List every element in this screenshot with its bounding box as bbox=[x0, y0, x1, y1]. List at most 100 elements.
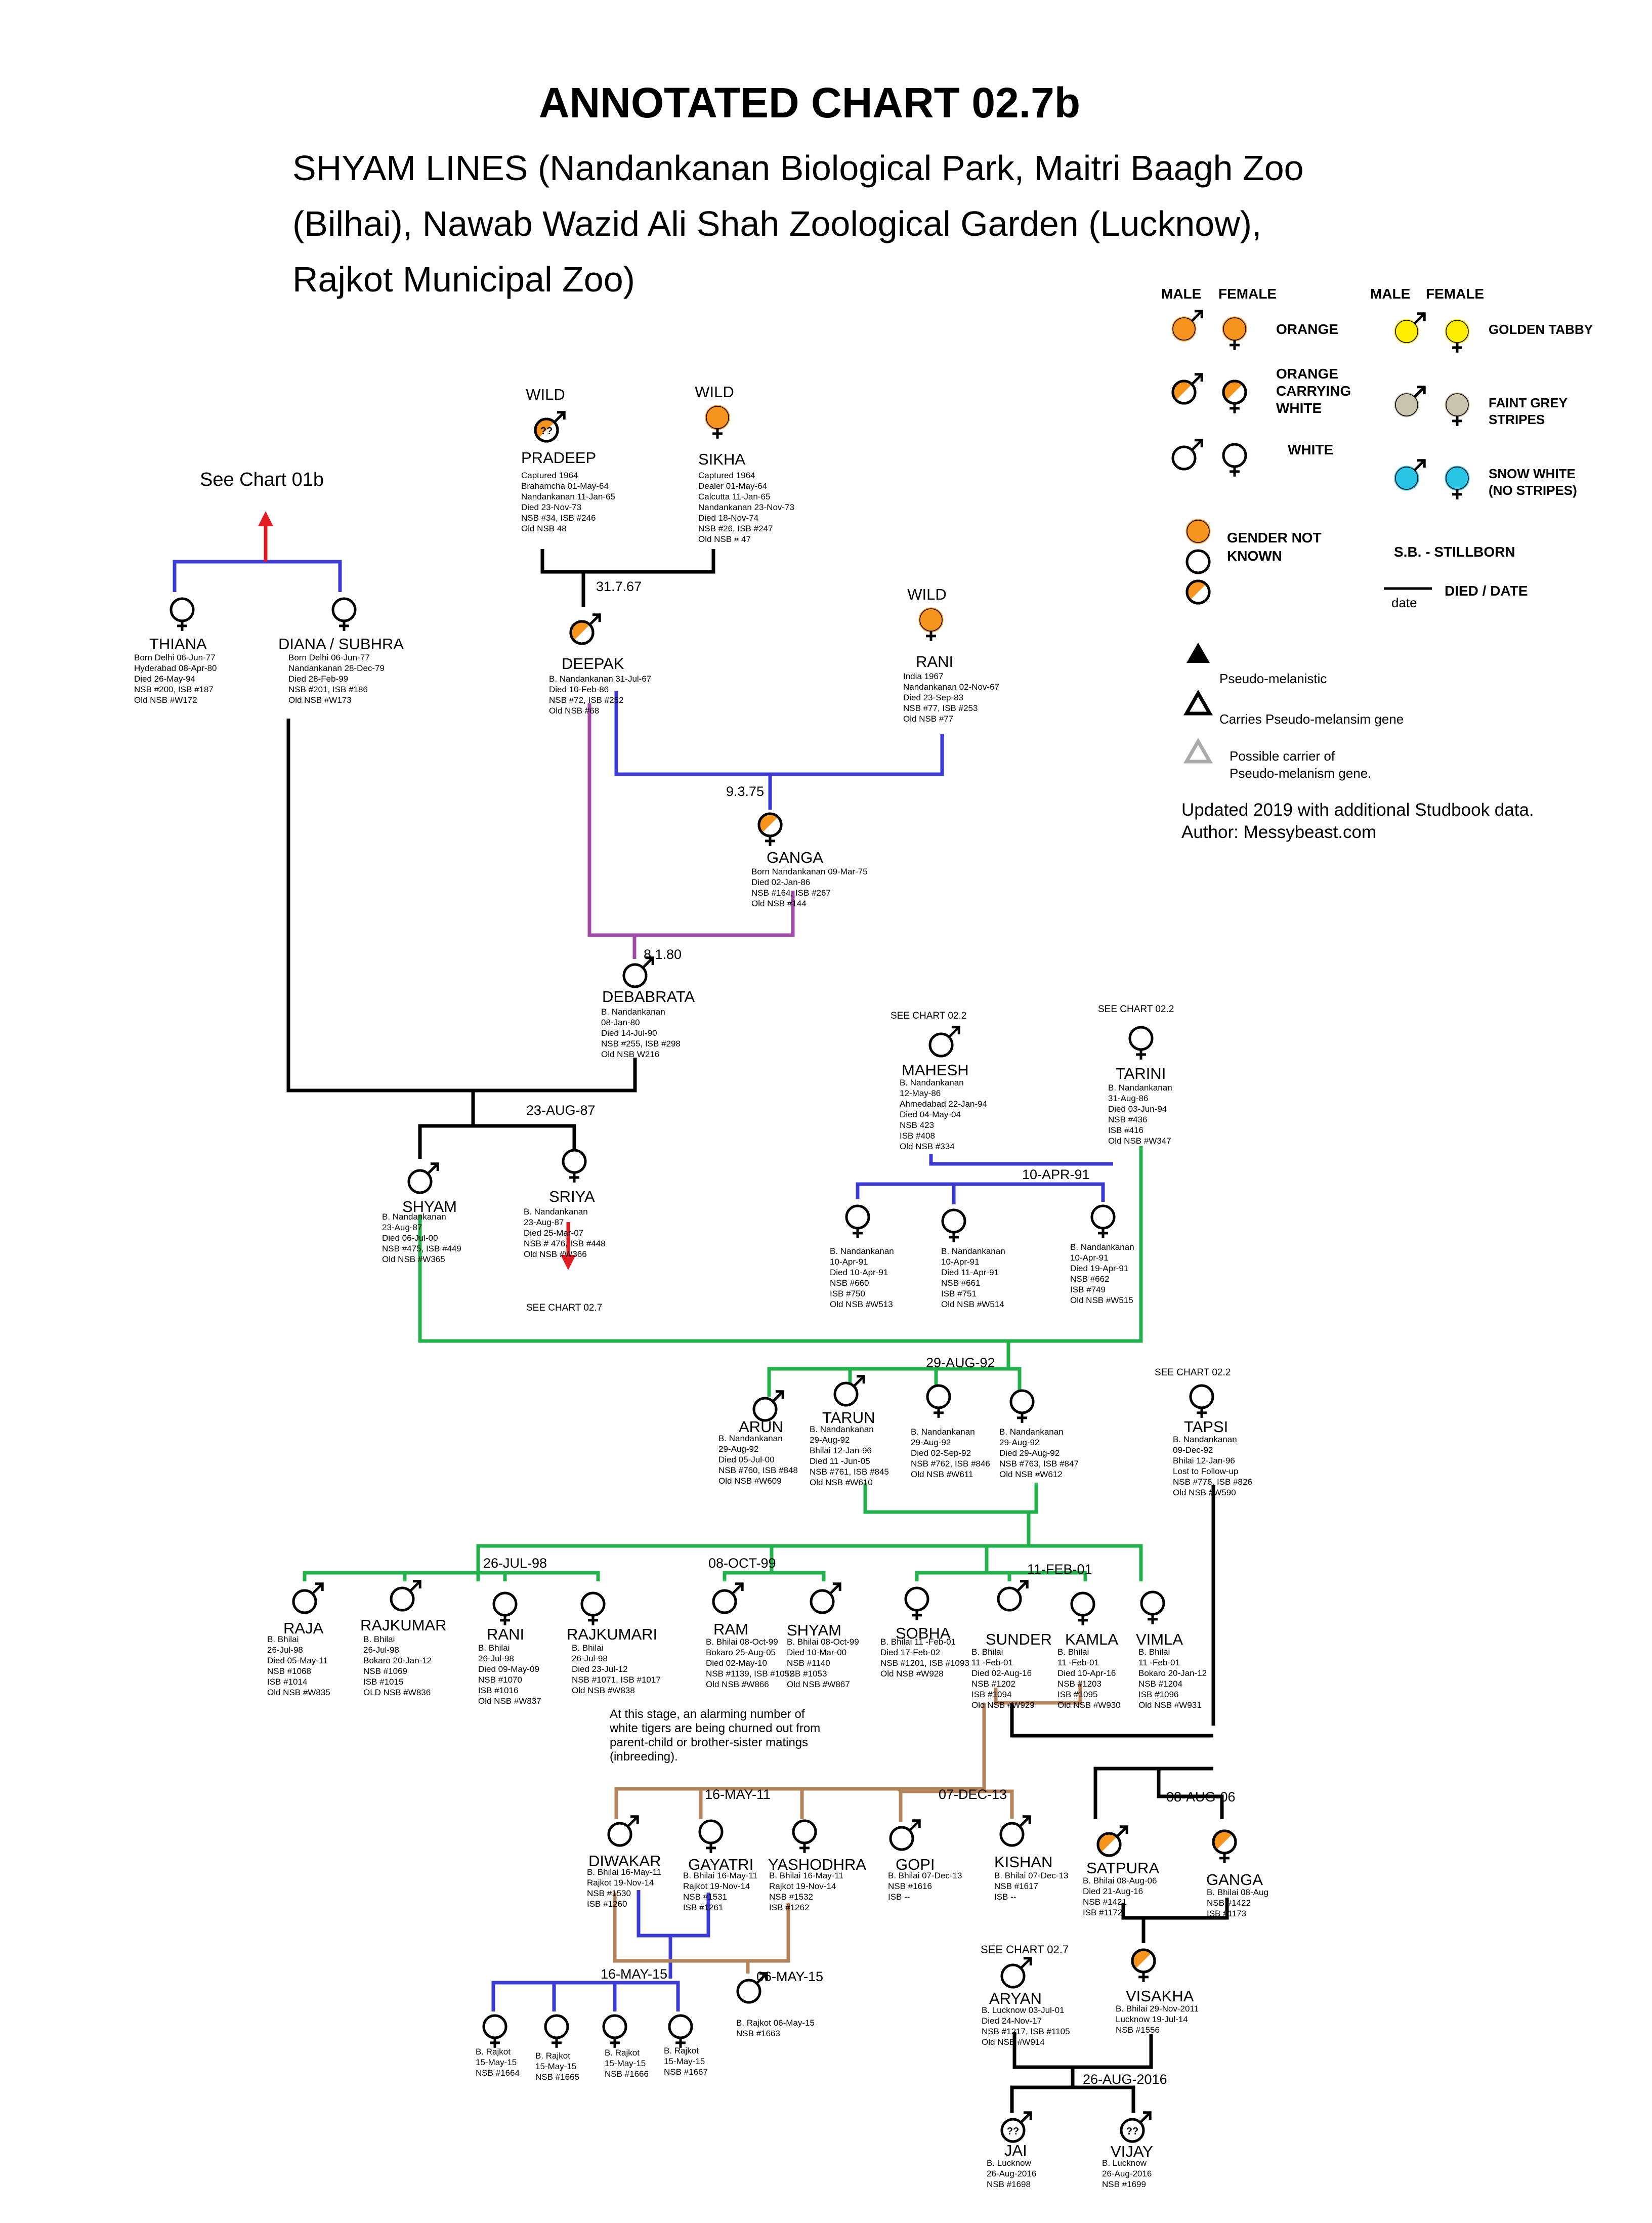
shyam2-detail: B. Bhilai 08-Oct-99 bbox=[787, 1637, 859, 1647]
tarun-detail: B. Nandankanan bbox=[810, 1424, 874, 1434]
jai-symbol-icon: ?? bbox=[1000, 2111, 1032, 2143]
r3-detail: NSB #1666 bbox=[605, 2069, 649, 2079]
rajkumari-detail: Died 23-Jul-12 bbox=[572, 1664, 628, 1674]
raja-detail: ISB #1014 bbox=[267, 1677, 307, 1687]
diana-symbol-icon bbox=[331, 597, 357, 631]
f91b-detail: ISB #751 bbox=[941, 1289, 977, 1298]
satpura-name: SATPURA bbox=[1086, 1859, 1159, 1877]
rani2-detail: NSB #1070 bbox=[478, 1675, 522, 1685]
see-chart-link[interactable]: See Chart 01b bbox=[200, 469, 324, 490]
shyam-detail: Old NSB #W365 bbox=[382, 1254, 445, 1264]
kamla-detail: NSB #1203 bbox=[1057, 1679, 1102, 1689]
rani2-detail: Old NSB #W837 bbox=[478, 1696, 541, 1706]
relationship-line bbox=[899, 1789, 1014, 1822]
relationship-line bbox=[303, 1571, 600, 1581]
f91a-detail: NSB #660 bbox=[830, 1278, 869, 1288]
r3-detail: 15-May-15 bbox=[605, 2059, 646, 2068]
relationship-line bbox=[613, 1893, 790, 1963]
gayatri-name: GAYATRI bbox=[688, 1856, 753, 1873]
kamla-detail: Old NSB #W930 bbox=[1057, 1700, 1121, 1710]
gopi-detail: NSB #1616 bbox=[888, 1881, 932, 1891]
shyam-detail: 23-Aug-87 bbox=[382, 1223, 422, 1232]
legend-grey-male-icon bbox=[1394, 386, 1426, 417]
f91c-detail: NSB #662 bbox=[1070, 1274, 1110, 1284]
ganga1-detail: Born Nandankanan 09-Mar-75 bbox=[751, 867, 868, 876]
gopi-detail: ISB -- bbox=[888, 1892, 910, 1902]
sunder-symbol-icon bbox=[997, 1580, 1029, 1612]
shyam2-detail: ISB #1053 bbox=[787, 1669, 827, 1679]
chart-title: ANNOTATED CHART 02.7b bbox=[539, 79, 1080, 127]
diwakar-name: DIWAKAR bbox=[588, 1852, 661, 1870]
relationship-line bbox=[1121, 1898, 1229, 1920]
sriya-symbol-icon bbox=[562, 1149, 587, 1183]
legend-snow-1: SNOW WHITE bbox=[1489, 466, 1576, 481]
r2-symbol-icon bbox=[544, 2014, 569, 2048]
see-chart-link[interactable]: SEE CHART 02.2 bbox=[891, 1011, 966, 1021]
thiana-detail: Died 26-May-94 bbox=[134, 674, 195, 684]
debabrata-detail: NSB #255, ISB #298 bbox=[601, 1039, 681, 1048]
satpura-detail: NSB #1421 bbox=[1083, 1897, 1127, 1907]
thiana-detail: NSB #200, ISB #187 bbox=[134, 685, 214, 694]
vimla-detail: Bokaro 20-Jan-12 bbox=[1138, 1668, 1207, 1678]
tarini-detail: B. Nandankanan bbox=[1108, 1083, 1172, 1093]
pseudo-melanistic-triangle-icon bbox=[1187, 643, 1210, 663]
r1-symbol-icon bbox=[482, 2014, 507, 2048]
sikha-name: SIKHA bbox=[698, 450, 745, 468]
shyam2-detail: NSB #1140 bbox=[787, 1658, 830, 1668]
vimla-detail: 11 -Feb-01 bbox=[1138, 1658, 1180, 1667]
f92b-detail: 29-Aug-92 bbox=[999, 1438, 1039, 1447]
f91b-detail: B. Nandankanan bbox=[941, 1246, 1005, 1256]
ram-detail: Died 02-May-10 bbox=[706, 1658, 767, 1668]
wild-label: WILD bbox=[907, 585, 947, 603]
see-chart-link[interactable]: SEE CHART 02.2 bbox=[1155, 1367, 1231, 1378]
shyam2-name: SHYAM bbox=[787, 1621, 841, 1639]
pradeep-detail: Captured 1964 bbox=[521, 471, 578, 480]
relationship-line bbox=[767, 1367, 1022, 1397]
tapsi-detail: Lost to Follow-up bbox=[1173, 1466, 1238, 1476]
sriya-detail: NSB # 476, ISB #448 bbox=[524, 1239, 606, 1248]
pradeep-detail: Brahamcha 01-May-64 bbox=[521, 481, 609, 491]
mating-date: 8.1.80 bbox=[644, 947, 682, 962]
sriya-name: SRIYA bbox=[549, 1188, 595, 1205]
r3-symbol-icon bbox=[602, 2014, 627, 2048]
legend-orange-female-icon bbox=[1222, 316, 1247, 350]
legend-carrying-1: ORANGE bbox=[1276, 366, 1338, 382]
relationship-line bbox=[1093, 1767, 1213, 1819]
r5-symbol-icon bbox=[736, 1972, 768, 2004]
rajkumar-detail: Bokaro 20-Jan-12 bbox=[363, 1656, 432, 1665]
tarini-name: TARINI bbox=[1116, 1065, 1166, 1082]
satpura-detail: B. Bhilai 08-Aug-06 bbox=[1083, 1876, 1157, 1885]
sobha-symbol-icon bbox=[904, 1586, 929, 1620]
arun-detail: 29-Aug-92 bbox=[718, 1444, 758, 1454]
legend: MALE FEMALE MALE FEMALE ORANGE ORANGE CA… bbox=[1161, 286, 1593, 842]
rajkumar-detail: OLD NSB #W836 bbox=[363, 1688, 431, 1697]
kamla-detail: Died 10-Apr-16 bbox=[1057, 1668, 1116, 1678]
diwakar-detail: B. Bhilai 16-May-11 bbox=[587, 1867, 661, 1877]
relationship-line bbox=[699, 1703, 986, 1819]
gayatri-detail: Rajkot 19-Nov-14 bbox=[683, 1881, 750, 1891]
raja-detail: Died 05-May-11 bbox=[267, 1656, 328, 1665]
legend-updated: Updated 2019 with additional Studbook da… bbox=[1181, 800, 1534, 820]
f91c-symbol-icon bbox=[1090, 1204, 1116, 1238]
r4-symbol-icon bbox=[668, 2014, 693, 2048]
relationship-line bbox=[540, 549, 715, 574]
see-chart-link[interactable]: SEE CHART 02.7 bbox=[526, 1303, 602, 1313]
diwakar-detail: Rajkot 19-Nov-14 bbox=[587, 1878, 654, 1888]
visakha-symbol-icon bbox=[1131, 1948, 1156, 1982]
tarini-detail: ISB #416 bbox=[1108, 1125, 1143, 1135]
mating-date: 29-AUG-92 bbox=[926, 1355, 995, 1370]
arun-name: ARUN bbox=[739, 1418, 783, 1436]
ganga2-detail: B. Bhilai 08-Aug bbox=[1207, 1888, 1268, 1897]
tapsi-name: TAPSI bbox=[1184, 1418, 1228, 1436]
unknown-colour-mark: ?? bbox=[540, 426, 553, 437]
f92a-detail: NSB #762, ISB #846 bbox=[911, 1459, 990, 1469]
see-chart-link[interactable]: SEE CHART 02.7 bbox=[981, 1943, 1069, 1956]
rajkumari-symbol-icon bbox=[580, 1591, 606, 1625]
wild-label: WILD bbox=[695, 383, 734, 401]
f91a-detail: ISB #750 bbox=[830, 1289, 865, 1298]
tarini-detail: Died 03-Jun-94 bbox=[1108, 1104, 1167, 1114]
see-chart-link[interactable]: SEE CHART 02.2 bbox=[1098, 1004, 1174, 1015]
tarini-symbol-icon bbox=[1128, 1026, 1154, 1060]
yashodhra-detail: Rajkot 19-Nov-14 bbox=[769, 1881, 836, 1891]
f92a-detail: B. Nandankanan bbox=[911, 1427, 975, 1437]
